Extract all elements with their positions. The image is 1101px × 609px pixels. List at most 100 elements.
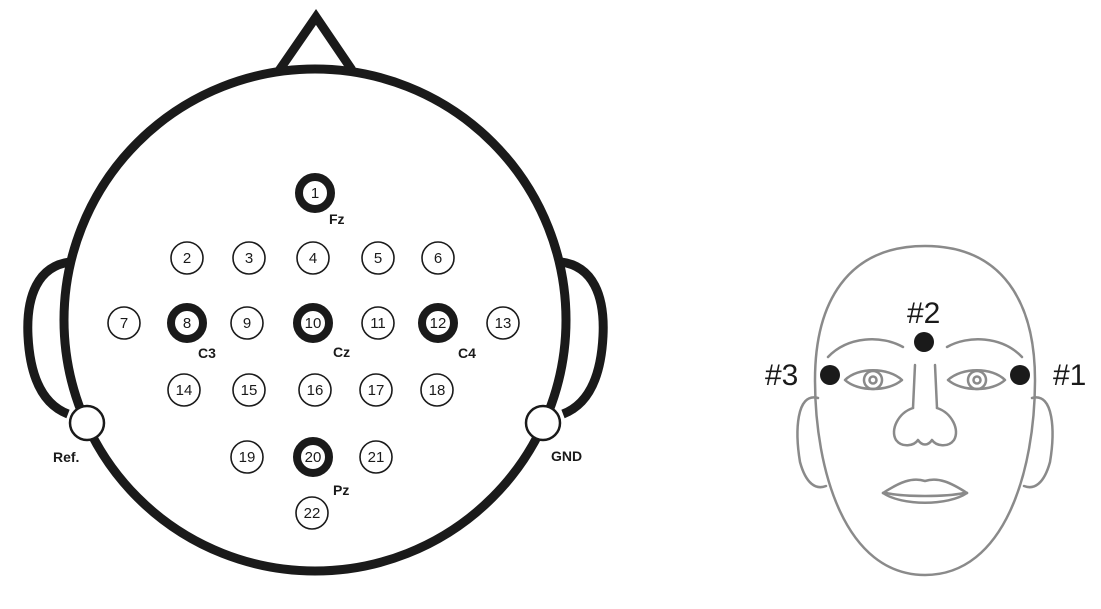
left-eye <box>843 369 904 391</box>
electrode-19: 19 <box>230 440 264 474</box>
mouth-line <box>884 491 966 498</box>
electrode-label: 10 <box>305 315 322 332</box>
site-label-c3: C3 <box>198 345 216 361</box>
mouth-upper-lip <box>881 478 969 495</box>
electrode-22: 22 <box>295 496 329 530</box>
electrode-label: 17 <box>368 382 385 399</box>
site-label-pz: Pz <box>333 482 349 498</box>
electrode-label: 13 <box>495 315 512 332</box>
electrode-label: 19 <box>239 449 256 466</box>
electrode-4: 4 <box>296 241 330 275</box>
electrode-10: 10 <box>293 303 333 343</box>
site-label-cz: Cz <box>333 344 350 360</box>
electrode-label: 3 <box>245 250 253 267</box>
eog-electrode-2 <box>914 332 934 352</box>
eog-label-1: #1 <box>1053 359 1086 392</box>
eog-electrode-1 <box>1010 365 1030 385</box>
right-pupil <box>972 375 982 385</box>
electrode-15: 15 <box>232 373 266 407</box>
nose-bridge-right <box>933 363 939 410</box>
nose-bridge-left <box>911 363 917 410</box>
electrode-16: 16 <box>298 373 332 407</box>
face-left-ear <box>796 396 828 489</box>
electrode-circle <box>295 173 335 213</box>
site-label-c4: C4 <box>458 345 476 361</box>
electrode-3: 3 <box>232 241 266 275</box>
electrode-circle <box>418 303 458 343</box>
electrode-label: 18 <box>429 382 446 399</box>
electrode-circle <box>167 373 201 407</box>
electrode-circle <box>232 241 266 275</box>
electrode-label: 8 <box>183 315 191 332</box>
ground-label: GND <box>551 448 582 464</box>
electrode-12: 12 <box>418 303 458 343</box>
electrode-label: 12 <box>430 315 447 332</box>
electrode-label: 6 <box>434 250 442 267</box>
electrode-label: 16 <box>307 382 324 399</box>
electrode-label: 9 <box>243 315 251 332</box>
eog-label-2: #2 <box>907 297 940 330</box>
face-drawing <box>796 244 1054 577</box>
electrode-circle <box>170 241 204 275</box>
electrode-7: 7 <box>107 306 141 340</box>
electrode-13: 13 <box>486 306 520 340</box>
electrode-2: 2 <box>170 241 204 275</box>
electrode-label: 21 <box>368 449 385 466</box>
site-labels: Fz C3 Cz C4 Pz Ref. GND <box>53 211 582 498</box>
electrode-circle <box>359 373 393 407</box>
electrode-label: 22 <box>304 505 321 522</box>
site-label-fz: Fz <box>329 211 345 227</box>
electrode-label: 5 <box>374 250 382 267</box>
electrode-11: 11 <box>361 306 395 340</box>
left-eyebrow <box>826 338 905 359</box>
electrode-circle <box>295 496 329 530</box>
electrode-label: 15 <box>241 382 258 399</box>
electrode-circle <box>361 241 395 275</box>
electrode-circle <box>296 241 330 275</box>
reference-electrode <box>68 404 106 442</box>
electrode-18: 18 <box>420 373 454 407</box>
electrode-9: 9 <box>230 306 264 340</box>
electrode-circle <box>421 241 455 275</box>
electrode-label: 14 <box>176 382 193 399</box>
electrode-label: 7 <box>120 315 128 332</box>
nose-tip <box>892 406 958 447</box>
electrode-circle <box>167 303 207 343</box>
electrode-circle <box>361 306 395 340</box>
left-pupil <box>868 375 878 385</box>
electrode-8: 8 <box>167 303 207 343</box>
electrode-14: 14 <box>167 373 201 407</box>
left-ear <box>23 257 71 419</box>
electrode-6: 6 <box>421 241 455 275</box>
electrode-circle <box>359 440 393 474</box>
eog-electrodes <box>820 332 1030 385</box>
eog-label-3: #3 <box>765 359 798 392</box>
electrode-1: 1 <box>295 173 335 213</box>
electrode-circle <box>420 373 454 407</box>
face-outline <box>813 244 1037 577</box>
electrode-circle <box>293 437 333 477</box>
electrode-circle <box>293 303 333 343</box>
scalp-map <box>23 9 608 576</box>
eog-electrode-3 <box>820 365 840 385</box>
electrode-label: 4 <box>309 250 317 267</box>
electrode-17: 17 <box>359 373 393 407</box>
mouth-lower-lip <box>881 491 969 504</box>
electrode-circle <box>232 373 266 407</box>
right-ear <box>560 257 608 419</box>
right-eyebrow <box>945 338 1024 359</box>
electrode-21: 21 <box>359 440 393 474</box>
electrode-circle <box>230 306 264 340</box>
electrode-label: 2 <box>183 250 191 267</box>
reference-label: Ref. <box>53 449 79 465</box>
right-eye <box>946 369 1007 391</box>
nose-triangle <box>274 9 356 75</box>
electrode-20: 20 <box>293 437 333 477</box>
ground-electrode <box>524 404 562 442</box>
left-iris <box>862 369 884 391</box>
electrode-circle <box>298 373 332 407</box>
electrode-5: 5 <box>361 241 395 275</box>
